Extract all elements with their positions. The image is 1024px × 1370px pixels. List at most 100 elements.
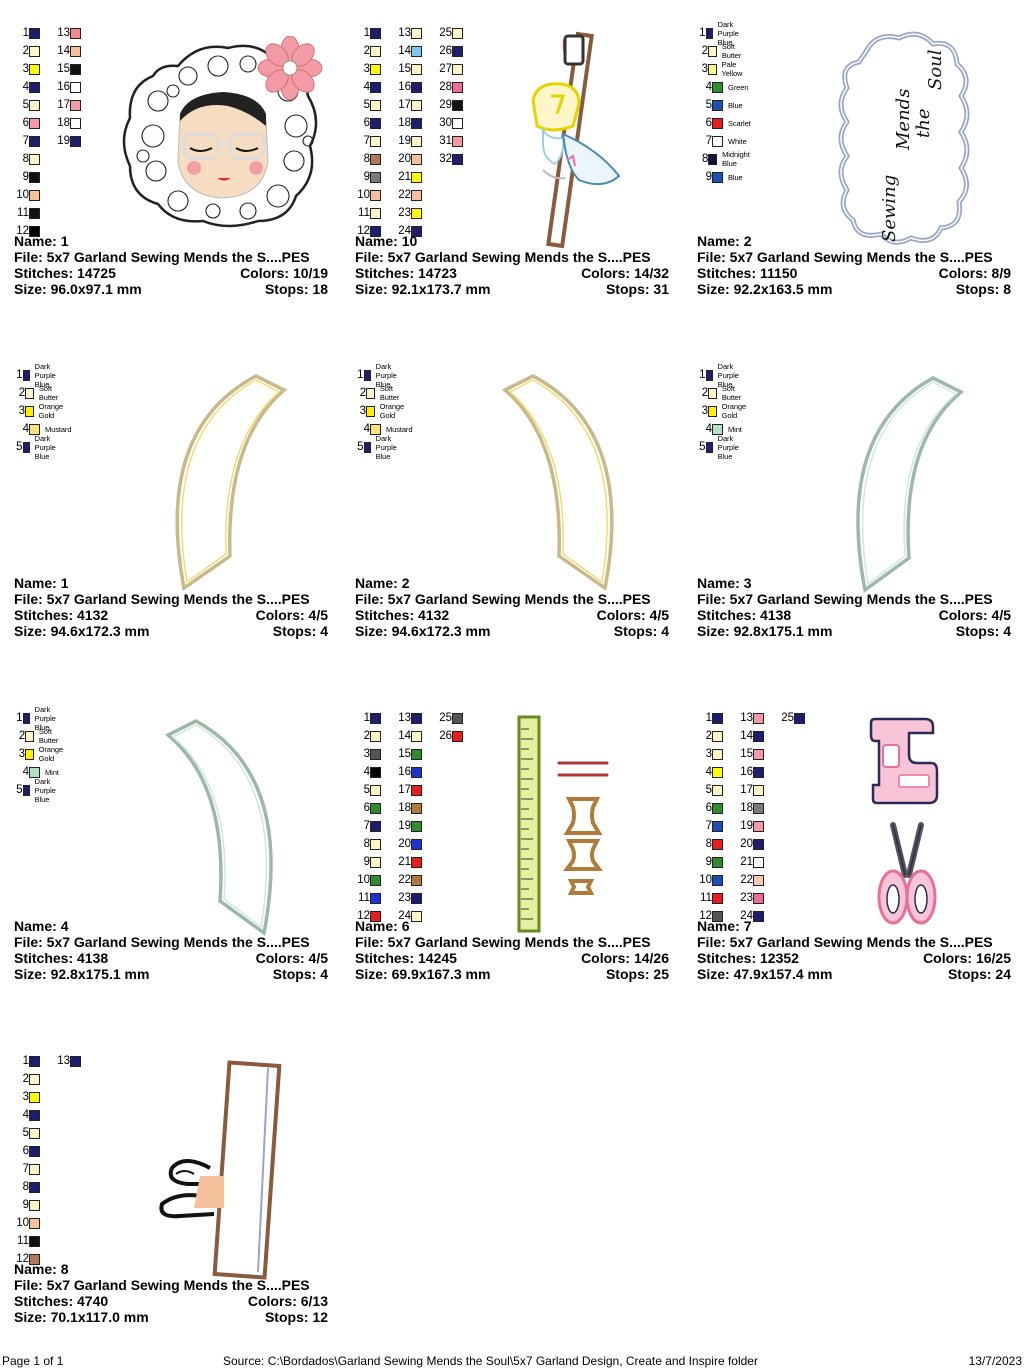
color-swatch-entry: 22 [396, 873, 422, 887]
color-swatch-entry: 19 [396, 819, 422, 833]
color-swatch-entry: 24 [396, 224, 422, 238]
design-name: 2 [401, 575, 410, 591]
swatch-number: 21 [398, 171, 411, 183]
swatch-number: 9 [22, 171, 29, 183]
swatch-number: 3 [363, 63, 370, 75]
swatch-color-box [370, 802, 381, 814]
design-name: 8 [60, 1261, 69, 1277]
swatch-color-box [370, 712, 381, 724]
swatch-number: 7 [705, 820, 712, 832]
swatch-color-box [70, 135, 81, 147]
swatch-color-box [370, 207, 381, 219]
swatch-color-box [70, 45, 81, 57]
swatch-color-box [29, 135, 40, 147]
design-file: 5x7 Garland Sewing Mends the S....PES [46, 934, 310, 950]
color-swatch-entry: 13 [55, 26, 81, 40]
swatch-color-box [753, 748, 764, 760]
swatch-number: 9 [705, 856, 712, 868]
swatch-number: 18 [740, 802, 753, 814]
swatch-color-name: Dark Purple Blue [34, 433, 56, 461]
color-swatch-entry: 21 [738, 855, 764, 869]
swatch-color-name: Orange Gold [379, 402, 405, 420]
swatch-color-box [370, 838, 381, 850]
swatch-color-box [70, 81, 81, 93]
color-swatch-entry: 2 [355, 44, 381, 58]
color-swatch-entry: 11 [14, 206, 40, 220]
swatch-color-box [22, 784, 30, 796]
color-swatch-entry: 6 [355, 116, 381, 130]
color-swatch-entry: 3 [697, 747, 723, 761]
swatch-number: 12 [16, 225, 29, 237]
swatch-color-box [753, 910, 764, 922]
swatch-number: 12 [357, 225, 370, 237]
color-swatch-entry: 8 [14, 152, 40, 166]
design-size: 94.6x172.3 mm [50, 623, 150, 639]
color-swatch-entry: 4 [355, 765, 381, 779]
color-swatch-entry: 6 [14, 1144, 40, 1158]
color-swatch-entry: 16 [396, 80, 422, 94]
swatch-color-box [70, 1055, 81, 1067]
swatch-number: 1 [699, 27, 706, 39]
design-stops: 4 [320, 966, 328, 982]
swatch-number: 3 [701, 63, 708, 75]
swatch-color-box [370, 45, 381, 57]
swatch-color-name: Mustard [386, 424, 413, 434]
swatch-color-box [452, 81, 463, 93]
color-swatch-entry: 12 [697, 909, 723, 923]
swatch-color-name: Midnight Blue [722, 150, 750, 168]
swatch-number: 4 [705, 766, 712, 778]
color-swatch-entry: 5 [355, 783, 381, 797]
swatch-number: 2 [18, 387, 26, 399]
swatch-color-box [712, 99, 723, 111]
color-swatch-entry: 7 [14, 1162, 40, 1176]
swatch-color-box [712, 892, 723, 904]
swatch-color-name: Blue [728, 172, 743, 182]
design-info: Name: 7 File: 5x7 Garland Sewing Mends t… [697, 918, 1011, 982]
color-swatch-entry: 13 [738, 711, 764, 725]
swatch-number: 10 [357, 874, 370, 886]
swatch-color-box [370, 99, 381, 111]
color-swatch-entry: 19 [738, 819, 764, 833]
color-swatch-entry: 13 [55, 1054, 81, 1068]
swatch-color-box [411, 99, 422, 111]
swatch-number: 17 [398, 99, 411, 111]
swatch-color-box [411, 225, 422, 237]
design-info: Name: 3 File: 5x7 Garland Sewing Mends t… [697, 575, 1011, 639]
color-swatch-entry: 11 [355, 891, 381, 905]
design-stops: 18 [312, 281, 328, 297]
swatch-number: 25 [439, 712, 452, 724]
swatch-number: 22 [398, 874, 411, 886]
swatch-color-box [25, 387, 34, 399]
color-swatch-entry: 9 [14, 170, 40, 184]
swatch-number: 20 [398, 838, 411, 850]
color-swatch-entry: 2 [355, 729, 381, 743]
color-swatch-entry: 4 [355, 80, 381, 94]
swatch-number: 16 [398, 81, 411, 93]
swatch-color-box [411, 81, 422, 93]
swatch-color-name: Blue [728, 100, 743, 110]
color-swatch-entry: 12 [14, 1252, 40, 1266]
design-colors: 4/5 [991, 607, 1011, 623]
design-name: 1 [60, 233, 69, 249]
design-colors: 14/26 [633, 950, 669, 966]
color-swatch-entry: 18 [396, 116, 422, 130]
swatch-number: 2 [359, 387, 367, 399]
color-swatch-entry: 23 [738, 891, 764, 905]
swatch-color-box [753, 766, 764, 778]
color-swatch-entry: 5 [14, 1126, 40, 1140]
swatch-color-name: Soft Butter [38, 384, 59, 402]
swatch-color-box [712, 766, 723, 778]
swatch-color-box [29, 45, 40, 57]
swatch-color-box [370, 766, 381, 778]
color-swatch-entry: 24 [396, 909, 422, 923]
swatch-color-box [25, 730, 34, 742]
arc-artwork [175, 374, 288, 591]
